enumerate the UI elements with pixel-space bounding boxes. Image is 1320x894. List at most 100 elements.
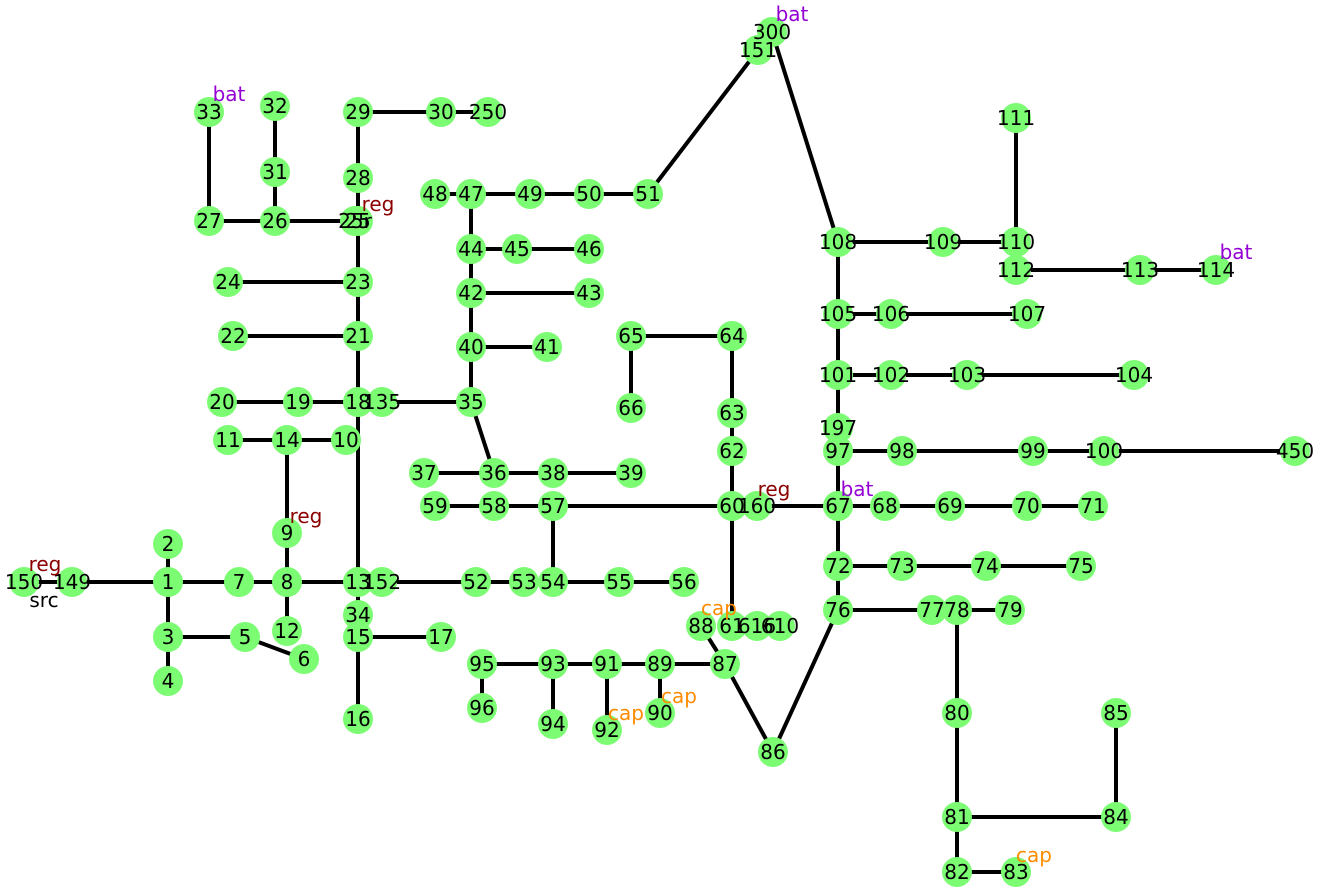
node-77[interactable]	[917, 595, 947, 625]
node-88[interactable]	[686, 611, 716, 641]
node-64[interactable]	[717, 321, 747, 351]
node-34[interactable]	[343, 600, 373, 630]
node-10[interactable]	[331, 425, 361, 455]
node-87[interactable]	[710, 649, 740, 679]
node-69[interactable]	[935, 491, 965, 521]
node-90[interactable]	[645, 698, 675, 728]
node-94[interactable]	[538, 709, 568, 739]
node-53[interactable]	[509, 567, 539, 597]
node-74[interactable]	[971, 551, 1001, 581]
node-20[interactable]	[207, 387, 237, 417]
node-37[interactable]	[409, 458, 439, 488]
node-66[interactable]	[616, 393, 646, 423]
node-39[interactable]	[616, 458, 646, 488]
node-103[interactable]	[952, 360, 982, 390]
node-32[interactable]	[260, 91, 290, 121]
node-82[interactable]	[942, 857, 972, 887]
node-35[interactable]	[456, 387, 486, 417]
node-197[interactable]	[823, 413, 853, 443]
node-70[interactable]	[1012, 491, 1042, 521]
node-36[interactable]	[479, 458, 509, 488]
node-13[interactable]	[343, 567, 373, 597]
node-3[interactable]	[153, 622, 183, 652]
node-111[interactable]	[1001, 103, 1031, 133]
node-450[interactable]	[1280, 436, 1310, 466]
node-26[interactable]	[260, 206, 290, 236]
node-24[interactable]	[213, 267, 243, 297]
node-21[interactable]	[343, 321, 373, 351]
node-17[interactable]	[426, 622, 456, 652]
node-59[interactable]	[420, 491, 450, 521]
node-67[interactable]	[823, 491, 853, 521]
node-45[interactable]	[502, 234, 532, 264]
node-51[interactable]	[633, 179, 663, 209]
node-4[interactable]	[153, 666, 183, 696]
node-76[interactable]	[823, 595, 853, 625]
node-15[interactable]	[343, 622, 373, 652]
node-99[interactable]	[1018, 436, 1048, 466]
node-38[interactable]	[538, 458, 568, 488]
node-9[interactable]	[272, 518, 302, 548]
node-89[interactable]	[645, 649, 675, 679]
node-152[interactable]	[367, 567, 397, 597]
node-114[interactable]	[1201, 255, 1231, 285]
node-68[interactable]	[870, 491, 900, 521]
node-106[interactable]	[876, 299, 906, 329]
node-25[interactable]	[343, 206, 373, 236]
node-1[interactable]	[153, 567, 183, 597]
node-44[interactable]	[456, 234, 486, 264]
node-151[interactable]	[743, 35, 773, 65]
node-105[interactable]	[823, 299, 853, 329]
node-54[interactable]	[538, 567, 568, 597]
node-22[interactable]	[218, 321, 248, 351]
node-78[interactable]	[942, 595, 972, 625]
node-57[interactable]	[538, 491, 568, 521]
node-56[interactable]	[669, 567, 699, 597]
node-65[interactable]	[616, 321, 646, 351]
node-160[interactable]	[742, 491, 772, 521]
node-19[interactable]	[283, 387, 313, 417]
node-100[interactable]	[1089, 436, 1119, 466]
node-73[interactable]	[887, 551, 917, 581]
node-43[interactable]	[574, 278, 604, 308]
node-93[interactable]	[538, 649, 568, 679]
node-29[interactable]	[343, 97, 373, 127]
node-27[interactable]	[194, 206, 224, 236]
node-49[interactable]	[515, 179, 545, 209]
node-109[interactable]	[928, 227, 958, 257]
node-81[interactable]	[942, 802, 972, 832]
node-42[interactable]	[456, 278, 486, 308]
node-98[interactable]	[887, 436, 917, 466]
node-8[interactable]	[272, 567, 302, 597]
node-79[interactable]	[995, 595, 1025, 625]
node-112[interactable]	[1001, 255, 1031, 285]
node-12[interactable]	[272, 616, 302, 646]
node-616[interactable]	[742, 611, 772, 641]
node-86[interactable]	[758, 737, 788, 767]
node-46[interactable]	[574, 234, 604, 264]
node-72[interactable]	[823, 551, 853, 581]
node-6[interactable]	[289, 644, 319, 674]
node-610[interactable]	[765, 611, 795, 641]
node-91[interactable]	[592, 649, 622, 679]
node-135[interactable]	[367, 387, 397, 417]
node-61[interactable]	[717, 611, 747, 641]
node-92[interactable]	[592, 715, 622, 745]
node-108[interactable]	[823, 227, 853, 257]
node-55[interactable]	[604, 567, 634, 597]
node-62[interactable]	[717, 436, 747, 466]
node-97[interactable]	[823, 436, 853, 466]
node-50[interactable]	[574, 179, 604, 209]
node-31[interactable]	[260, 157, 290, 187]
node-7[interactable]	[224, 567, 254, 597]
node-75[interactable]	[1066, 551, 1096, 581]
node-63[interactable]	[717, 398, 747, 428]
node-102[interactable]	[876, 360, 906, 390]
node-52[interactable]	[461, 567, 491, 597]
node-250[interactable]	[473, 97, 503, 127]
node-113[interactable]	[1125, 255, 1155, 285]
node-96[interactable]	[467, 693, 497, 723]
node-11[interactable]	[213, 425, 243, 455]
node-40[interactable]	[456, 332, 486, 362]
node-16[interactable]	[343, 704, 373, 734]
